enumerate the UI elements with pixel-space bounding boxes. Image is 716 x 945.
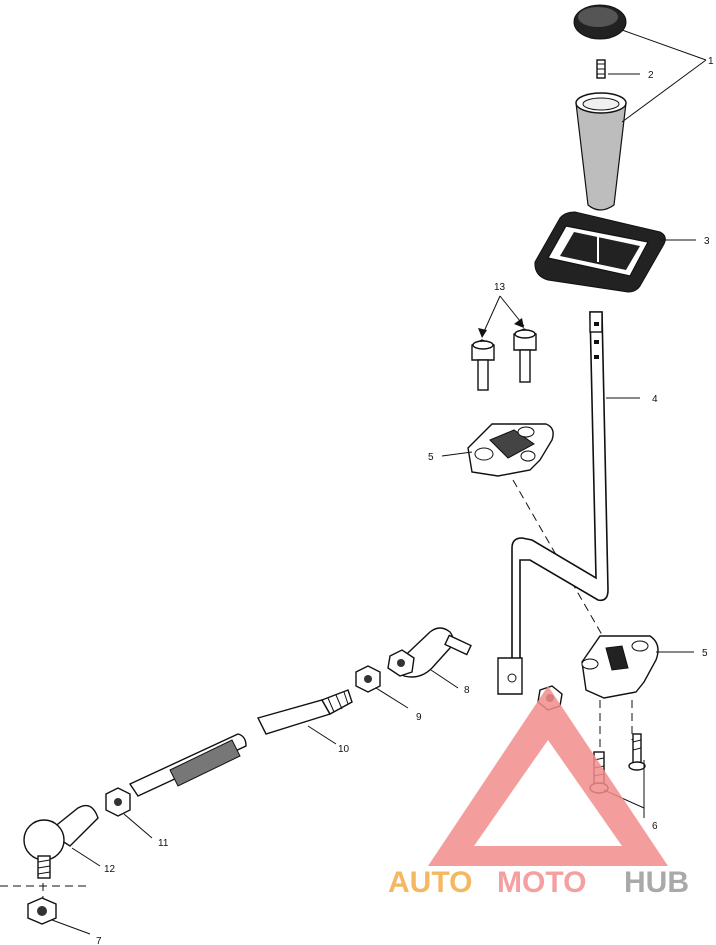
watermark-text-auto: AUTO: [388, 866, 472, 899]
shift-lever: [497, 311, 609, 695]
watermark-logo: [428, 686, 668, 866]
pivot-mount-lower: [581, 635, 659, 699]
rod-end: [387, 627, 472, 678]
callout-9: 9: [416, 712, 422, 723]
shift-handle: [575, 92, 627, 211]
callout-3: 3: [704, 236, 710, 247]
callout-13: 13: [494, 282, 506, 293]
ball-joint-nut: [27, 897, 57, 925]
pivot-mount-upper: [467, 423, 554, 477]
watermark-inner-mark: [505, 700, 590, 760]
callout-5-right: 5: [702, 648, 708, 659]
threaded-rod: [128, 733, 247, 797]
callout-4: 4: [652, 394, 658, 405]
mount-bolt-left: [471, 339, 495, 391]
ball-joint: [23, 804, 99, 879]
jam-nut: [355, 665, 381, 693]
arrowhead-13-left: [478, 328, 487, 338]
callout-8: 8: [464, 685, 470, 696]
watermark-text-moto: MOTO: [497, 866, 586, 899]
arrowhead-13-right: [514, 318, 524, 328]
callout-6: 6: [652, 821, 658, 832]
callout-11: 11: [158, 838, 169, 849]
lock-nut: [105, 787, 131, 817]
callout-7: 7: [96, 936, 102, 945]
mount-bolt-right: [513, 328, 537, 383]
link-rod: [256, 689, 353, 735]
watermark-text-hub: HUB: [624, 866, 689, 899]
shift-knob-cap: [573, 4, 627, 40]
set-screw: [596, 59, 606, 79]
shifter-boot: [534, 211, 666, 293]
mount-screw-right: [628, 733, 646, 771]
callout-2: 2: [648, 70, 654, 81]
callout-12: 12: [104, 864, 116, 875]
watermark-triangle-icon: [428, 686, 668, 866]
callout-1: 1: [708, 56, 714, 67]
leader-lines: [51, 29, 707, 935]
callout-10: 10: [338, 744, 350, 755]
callout-5-left: 5: [428, 452, 434, 463]
